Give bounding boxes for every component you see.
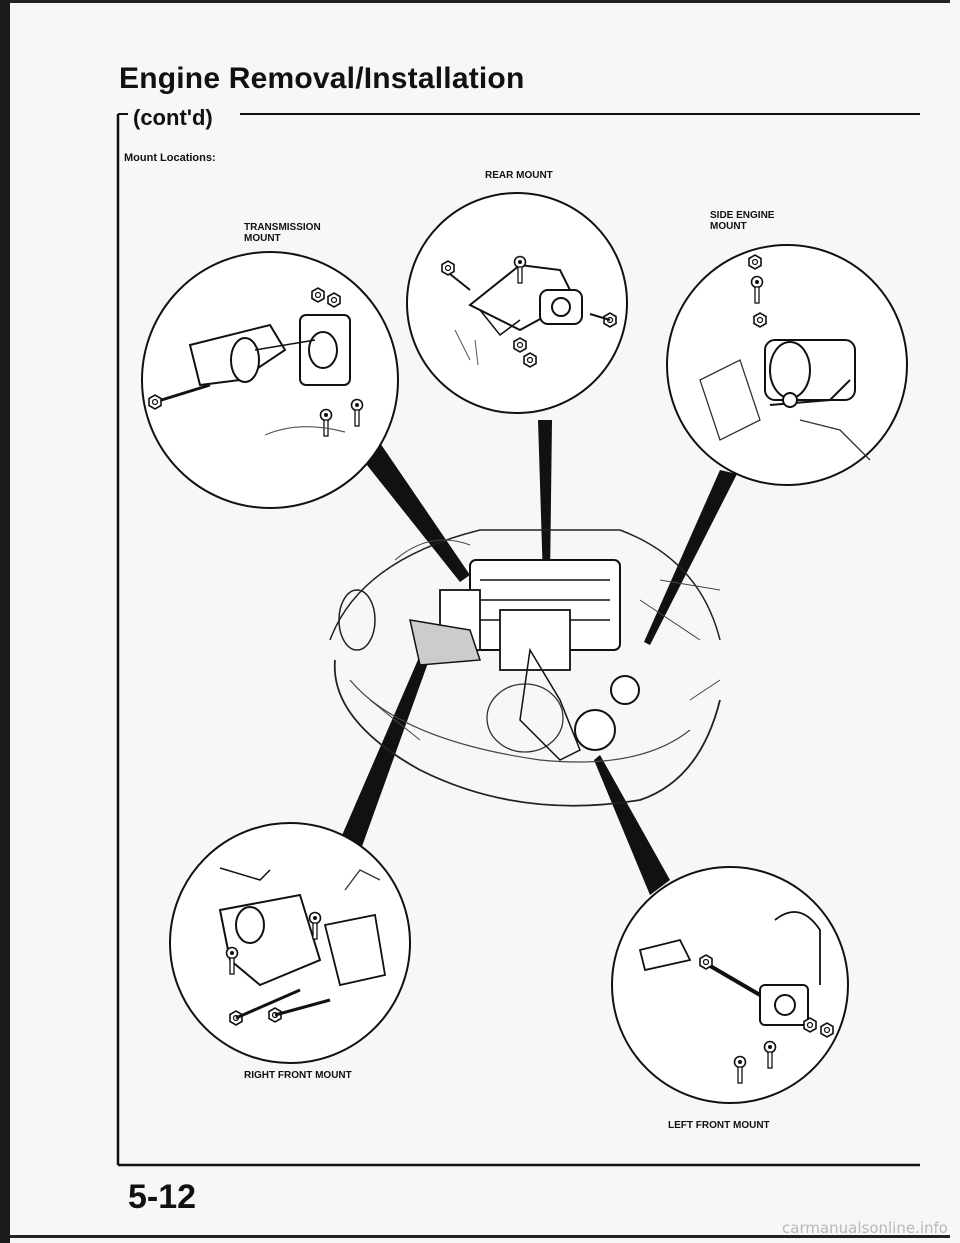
pointer-transmission <box>355 440 470 582</box>
washer-icon <box>753 312 767 328</box>
nut-icon <box>327 292 341 308</box>
engine-bay-illustration <box>329 529 721 807</box>
rear-mount-circle <box>406 192 628 414</box>
transmission-mount-circle <box>141 251 399 509</box>
nut-icon <box>523 352 537 368</box>
left-front-mount-label: LEFT FRONT MOUNT <box>668 1120 770 1131</box>
scan-bottom-line <box>10 1235 950 1238</box>
nut-icon <box>441 260 455 276</box>
right-front-mount-circle <box>169 822 411 1064</box>
left-front-mount-circle <box>611 866 849 1104</box>
nut-icon <box>148 394 162 410</box>
washer-icon <box>820 1022 834 1038</box>
rear-mount-label: REAR MOUNT <box>485 170 553 181</box>
pointer-rear <box>538 420 552 580</box>
nut-icon <box>311 287 325 303</box>
nut-icon <box>803 1017 817 1033</box>
side-engine-mount-circle <box>666 244 908 486</box>
side-engine-mount-label: SIDE ENGINE MOUNT <box>710 210 775 232</box>
scan-top-line <box>10 0 950 3</box>
nut-icon <box>748 254 762 270</box>
page-subtitle: (cont'd) <box>133 105 213 130</box>
transmission-mount-label: TRANSMISSION MOUNT <box>244 222 321 244</box>
pointer-left-front <box>594 755 670 895</box>
mount-locations-label: Mount Locations: <box>124 152 216 164</box>
scan-left-edge <box>0 0 10 1243</box>
page-number: 5-12 <box>128 1178 197 1216</box>
watermark: carmanualsonline.info <box>782 1219 948 1237</box>
pointer-side-engine <box>644 470 737 645</box>
nut-icon <box>513 337 527 353</box>
page-title: Engine Removal/Installation <box>119 62 525 95</box>
nut-icon <box>699 954 713 970</box>
pointer-right-front <box>340 632 438 852</box>
right-front-mount-label: RIGHT FRONT MOUNT <box>244 1070 352 1081</box>
